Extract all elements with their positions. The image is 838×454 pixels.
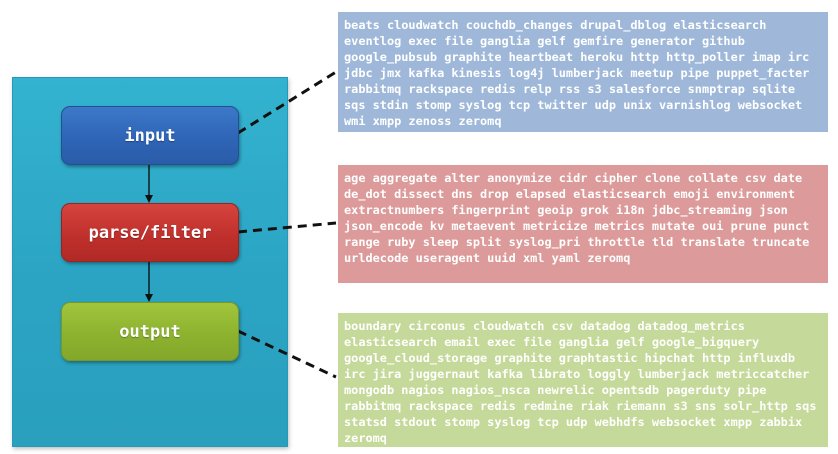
filter-plugins-list: age aggregate alter anonymize cidr ciphe…: [344, 171, 810, 265]
input-plugins-list: beats cloudwatch couchdb_changes drupal_…: [344, 18, 810, 128]
input-stage-label: input: [124, 125, 176, 146]
output-stage: output: [61, 302, 239, 361]
connector-filter: [237, 221, 337, 234]
filter-plugins-box: age aggregate alter anonymize cidr ciphe…: [338, 165, 828, 283]
input-stage: input: [61, 106, 239, 165]
output-plugins-list: boundary circonus cloudwatch csv datadog…: [344, 319, 817, 445]
filter-stage: parse/filter: [61, 203, 239, 262]
input-plugins-box: beats cloudwatch couchdb_changes drupal_…: [338, 12, 828, 132]
output-plugins-box: boundary circonus cloudwatch csv datadog…: [338, 313, 828, 447]
output-stage-label: output: [119, 321, 181, 342]
connector-output: [237, 329, 337, 379]
connector-input: [237, 70, 337, 135]
filter-stage-label: parse/filter: [88, 222, 212, 243]
